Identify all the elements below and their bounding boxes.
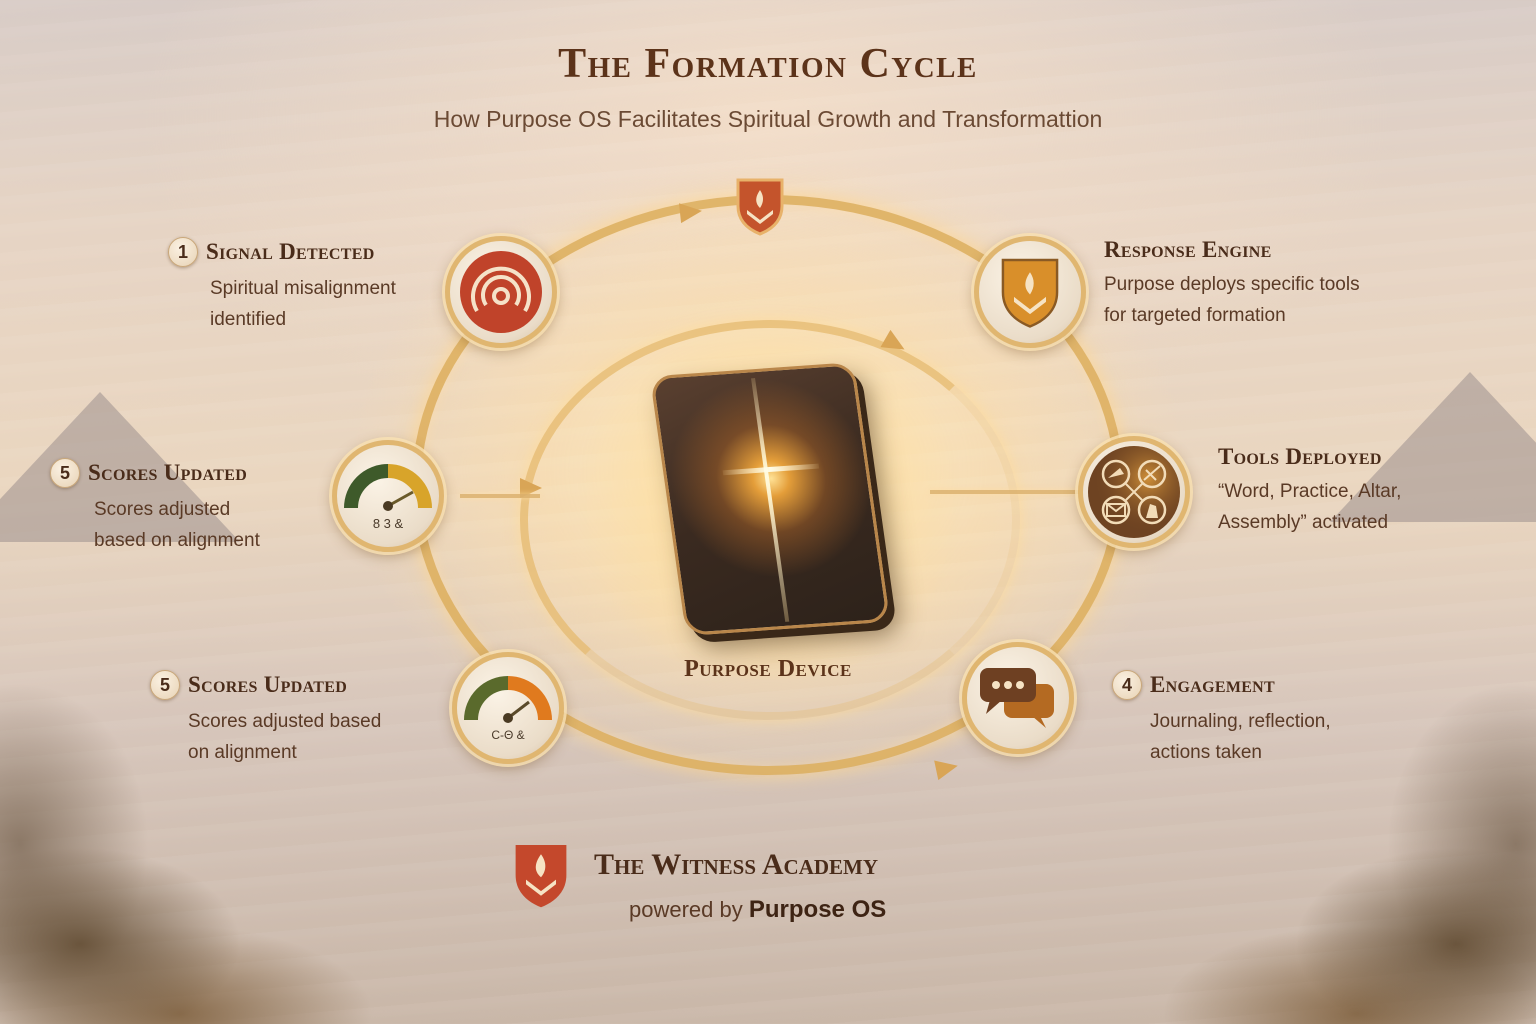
step-number-badge: 5: [150, 670, 180, 700]
connector-line: [460, 494, 540, 498]
four-tools-icon: [1088, 446, 1180, 538]
gauge-icon: [464, 676, 552, 723]
org-name: The Witness Academy: [594, 848, 879, 881]
step-scores-updated-lower: 5 Scores Updated Scores adjusted based o…: [150, 670, 381, 768]
step-description-line: Purpose deploys specific tools: [1104, 274, 1360, 295]
tools-deployed-medallion[interactable]: [1078, 436, 1190, 548]
page-subtitle: How Purpose OS Facilitates Spiritual Gro…: [433, 106, 1103, 132]
step-description-line: Scores adjusted based: [188, 711, 382, 732]
gauge-readout: C-Θ &: [491, 728, 525, 742]
shield-flame-book-icon: [515, 845, 567, 908]
device-label: Purpose Device: [684, 656, 852, 682]
scores-gauge-medallion-lower[interactable]: C-Θ &: [452, 652, 564, 764]
signal-broadcast-icon: [460, 251, 542, 333]
step-title: Response Engine: [1104, 237, 1272, 262]
chat-bubbles-icon: [980, 668, 1054, 728]
step-description-line: Spiritual misalignment: [210, 278, 396, 299]
connector-line: [930, 490, 1082, 494]
step-description-line: on alignment: [188, 742, 297, 763]
step-title: Scores Updated: [88, 460, 248, 485]
purpose-device[interactable]: [649, 362, 891, 636]
step-description-line: based on alignment: [94, 530, 260, 551]
powered-by-brand: Purpose OS: [748, 896, 887, 923]
powered-by-prefix: powered by: [629, 897, 743, 922]
step-signal-detected: 1 Signal Detected Spiritual misalignment…: [168, 237, 396, 335]
cycle-inner-ring: [520, 320, 1020, 720]
forest-left: [0, 544, 420, 1024]
gauge-icon: [344, 463, 432, 511]
arrow-icon: [679, 200, 703, 224]
step-description-line: actions taken: [1150, 742, 1262, 763]
step-title: Signal Detected: [206, 239, 375, 264]
step-description-line: Journaling, reflection,: [1150, 711, 1331, 732]
step-description-line: Assembly” activated: [1218, 512, 1389, 533]
page-title: The Formation Cycle: [558, 41, 978, 87]
cross-icon: [751, 378, 790, 622]
step-description-line: identified: [210, 309, 287, 330]
forest-right: [1116, 544, 1536, 1024]
signal-detected-medallion[interactable]: [445, 236, 557, 348]
powered-by-line: powered by Purpose OS: [629, 896, 886, 924]
step-number-badge: 1: [168, 237, 198, 267]
gauge-readout: 8 3 &: [372, 515, 404, 531]
cross-icon-bar: [722, 463, 820, 476]
arrow-icon: [934, 755, 960, 781]
step-title: Scores Updated: [188, 672, 348, 697]
response-engine-medallion[interactable]: [974, 236, 1086, 348]
step-number-badge: 4: [1112, 670, 1142, 700]
shield-flame-book-icon: [1001, 258, 1059, 328]
step-scores-updated-upper: 5 Scores Updated Scores adjusted based o…: [50, 458, 260, 556]
step-tools-deployed: Tools Deployed “Word, Practice, Altar, A…: [1218, 444, 1401, 538]
step-response-engine: Response Engine Purpose deploys specific…: [1104, 237, 1360, 331]
witness-academy-logo: [511, 838, 571, 912]
engagement-medallion[interactable]: [962, 642, 1074, 754]
step-description-line: Scores adjusted: [94, 499, 231, 520]
step-description-line: “Word, Practice, Altar,: [1218, 481, 1402, 502]
step-title: Tools Deployed: [1218, 444, 1382, 469]
step-title: Engagement: [1150, 672, 1276, 697]
step-engagement: 4 Engagement Journaling, reflection, act…: [1112, 670, 1331, 768]
shield-flame-book-icon: [734, 176, 786, 236]
step-description-line: for targeted formation: [1104, 305, 1286, 326]
arrow-icon: [520, 478, 542, 498]
step-number-badge: 5: [50, 458, 80, 488]
scores-gauge-medallion-upper[interactable]: 8 3 &: [332, 440, 444, 552]
